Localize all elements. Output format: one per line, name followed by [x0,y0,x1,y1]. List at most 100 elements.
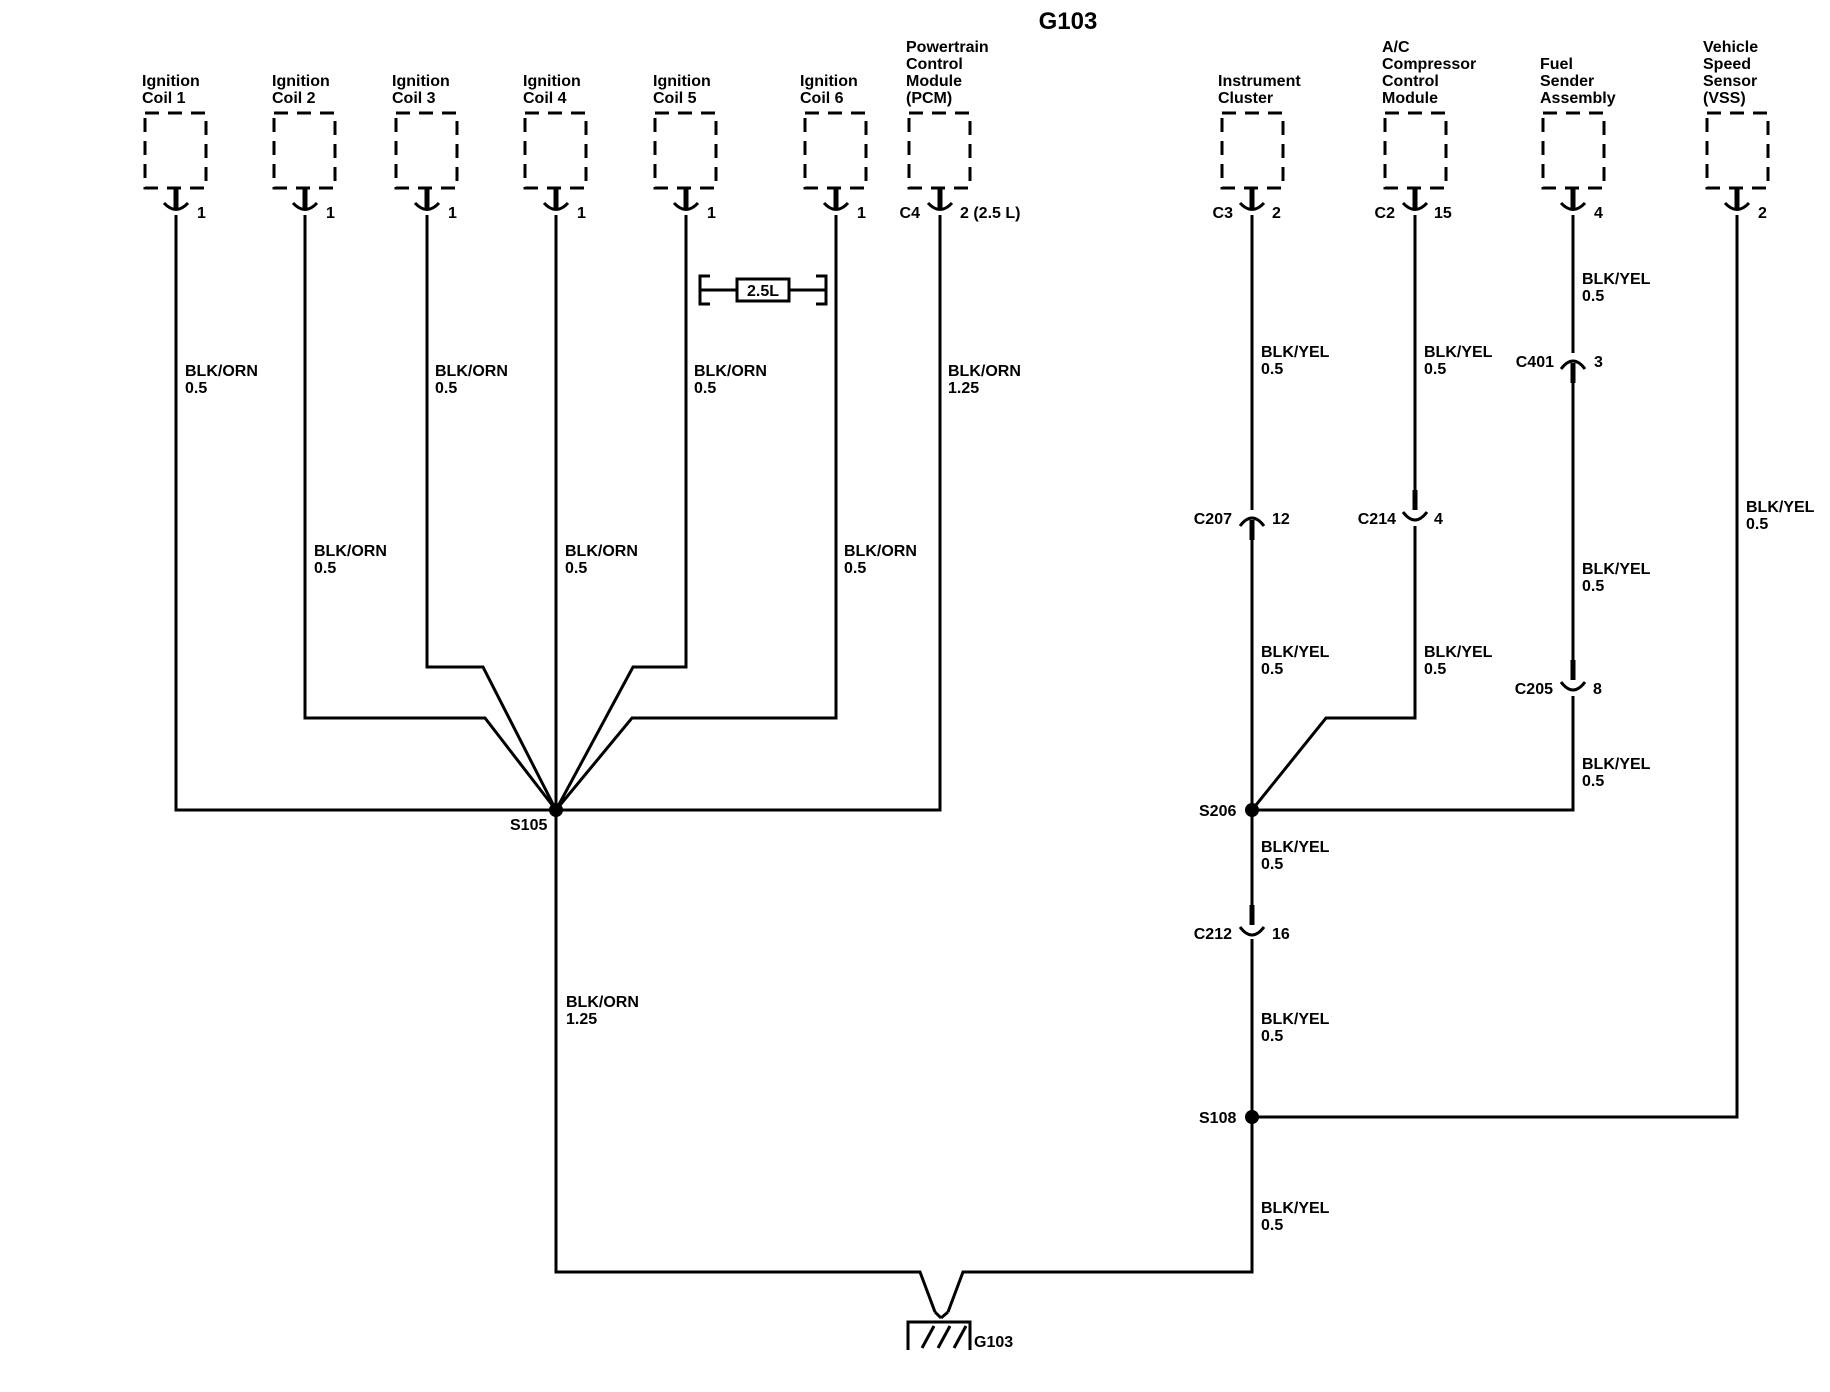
wire-size-label: 0.5 [1261,361,1283,378]
splice-label-s108: S108 [1199,1110,1236,1127]
component-instrument-cluster[interactable]: Instrument Cluster C3 2 [1213,73,1302,222]
component-label-line: (PCM) [906,90,952,107]
component-fuel-sender-assembly[interactable]: Fuel Sender Assembly 4 [1540,56,1616,222]
ground-g103[interactable]: G103 [906,1310,1013,1351]
inline-connector-c214[interactable]: C214 4 [1358,490,1443,528]
components: Ignition Coil 1 1 Ignition Coil 2 1 Igni… [142,39,1770,222]
wire-color-label: BLK/ORN [566,994,639,1011]
pin-number: 1 [857,205,866,222]
wire-size-label: 0.5 [1746,516,1768,533]
wire-color-label: BLK/YEL [1746,499,1815,516]
wire-size-label: 0.5 [314,560,336,577]
wire-size-label: 0.5 [844,560,866,577]
splices: S105 S206 S108 [510,803,1259,1127]
component-label-line: Vehicle [1703,39,1758,56]
wire-size-label: 1.25 [948,380,979,397]
wire-color-label: BLK/YEL [1261,644,1330,661]
component-label-line: Control [1382,73,1439,90]
component-label-line: Module [1382,90,1438,107]
pin-number: 12 [1272,511,1290,528]
component-pcm[interactable]: Powertrain Control Module (PCM) C4 2 (2.… [900,39,1021,222]
inline-connector-c207[interactable]: C207 12 [1194,511,1290,540]
wire-size-label: 0.5 [694,380,716,397]
connector-name: C205 [1515,681,1553,698]
splice-dot-s206[interactable] [1245,803,1259,817]
component-ignition-coil-5[interactable]: Ignition Coil 5 1 [653,73,718,222]
splice-dot-s108[interactable] [1245,1110,1259,1124]
ground-label: G103 [974,1334,1013,1351]
wire-coil5[interactable] [554,215,688,811]
component-label-line: Ignition [272,73,330,90]
wire-size-label: 0.5 [1261,856,1283,873]
component-box [1541,111,1606,190]
component-label-line: Ignition [523,73,581,90]
component-label-line: Speed [1703,56,1751,73]
option-tag-label: 2.5L [747,283,779,300]
component-vehicle-speed-sensor[interactable]: Vehicle Speed Sensor (VSS) 2 [1703,39,1770,222]
terminal-icon [1238,188,1266,211]
component-ac-compressor-control-module[interactable]: A/C Compressor Control Module C2 15 [1375,39,1477,222]
inline-connector-c401[interactable]: C401 3 [1516,354,1603,383]
wire-size-label: 0.5 [1424,361,1446,378]
wire-color-label: BLK/ORN [694,363,767,380]
component-label-line: Sensor [1703,73,1757,90]
pin-number: 15 [1434,205,1452,222]
inline-connector-c212[interactable]: C212 16 [1194,905,1290,943]
component-ignition-coil-6[interactable]: Ignition Coil 6 1 [800,73,868,222]
connector-name: C401 [1516,354,1554,371]
component-label-line: Powertrain [906,39,989,56]
component-label-line: Coil 1 [142,90,186,107]
wire-coil3[interactable] [425,215,558,811]
component-box [272,111,337,190]
wires [174,215,1739,1313]
wire-coil6[interactable] [554,215,838,811]
pin-number: 1 [197,205,206,222]
component-label-line: Cluster [1218,90,1273,107]
wire-size-label: 0.5 [1582,773,1604,790]
component-label-line: A/C [1382,39,1410,56]
terminal-icon [413,188,441,211]
wire-c214-s206[interactable] [1250,526,1417,811]
connector-name: C212 [1194,926,1232,943]
wire-c205-s206[interactable] [1252,696,1575,812]
wire-color-label: BLK/YEL [1261,839,1330,856]
wire-size-label: 0.5 [1582,288,1604,305]
pin-number: 1 [577,205,586,222]
component-ignition-coil-4[interactable]: Ignition Coil 4 1 [523,73,588,222]
wire-size-label: 0.5 [1582,578,1604,595]
wire-color-label: BLK/ORN [844,543,917,560]
component-box [803,111,868,190]
ground-icon [906,1320,972,1350]
component-label-line: Coil 3 [392,90,436,107]
component-label-line: Fuel [1540,56,1573,73]
connector-name: C214 [1358,511,1396,528]
wire-coil2[interactable] [303,215,558,811]
terminal-icon [1401,188,1429,211]
wire-pcm[interactable] [556,215,942,812]
wire-coil1[interactable] [174,215,556,812]
wire-color-label: BLK/YEL [1582,756,1651,773]
component-ignition-coil-3[interactable]: Ignition Coil 3 1 [392,73,459,222]
wire-s108-g103[interactable] [946,1117,1254,1313]
component-box [1705,111,1770,190]
wire-size-label: 1.25 [566,1011,597,1028]
splice-label-s206: S206 [1199,803,1236,820]
wire-s105-g103[interactable] [554,810,937,1313]
terminal-icon [1723,188,1751,211]
inline-connector-c205[interactable]: C205 8 [1515,660,1602,698]
pin-number: 16 [1272,926,1290,943]
wire-color-label: BLK/YEL [1261,1200,1330,1217]
component-ignition-coil-2[interactable]: Ignition Coil 2 1 [272,73,337,222]
terminal-icon [822,188,850,211]
wire-color-label: BLK/YEL [1261,344,1330,361]
pin-number: 1 [448,205,457,222]
wire-vss[interactable] [1252,215,1739,1119]
component-label-line: Coil 6 [800,90,844,107]
wire-size-label: 0.5 [565,560,587,577]
component-box [907,111,972,190]
component-ignition-coil-1[interactable]: Ignition Coil 1 1 [142,73,208,222]
component-label-line: Ignition [142,73,200,90]
wire-size-label: 0.5 [1261,661,1283,678]
splice-dot-s105[interactable] [549,803,563,817]
diagram-title: G103 [1039,8,1098,35]
